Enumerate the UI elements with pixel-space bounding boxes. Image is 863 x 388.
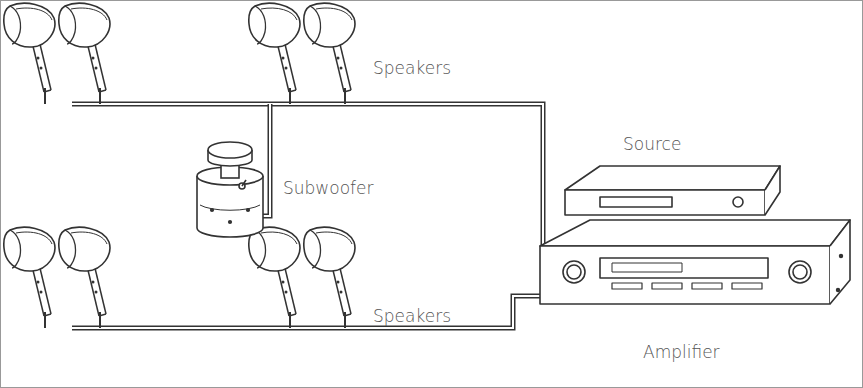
- subwoofer-label: Subwoofer: [283, 178, 374, 198]
- speakers-label: Speakers: [373, 306, 451, 326]
- speakers-label: Speakers: [373, 58, 451, 78]
- amplifier-label: Amplifier: [643, 342, 720, 362]
- source-label: Source: [623, 134, 681, 154]
